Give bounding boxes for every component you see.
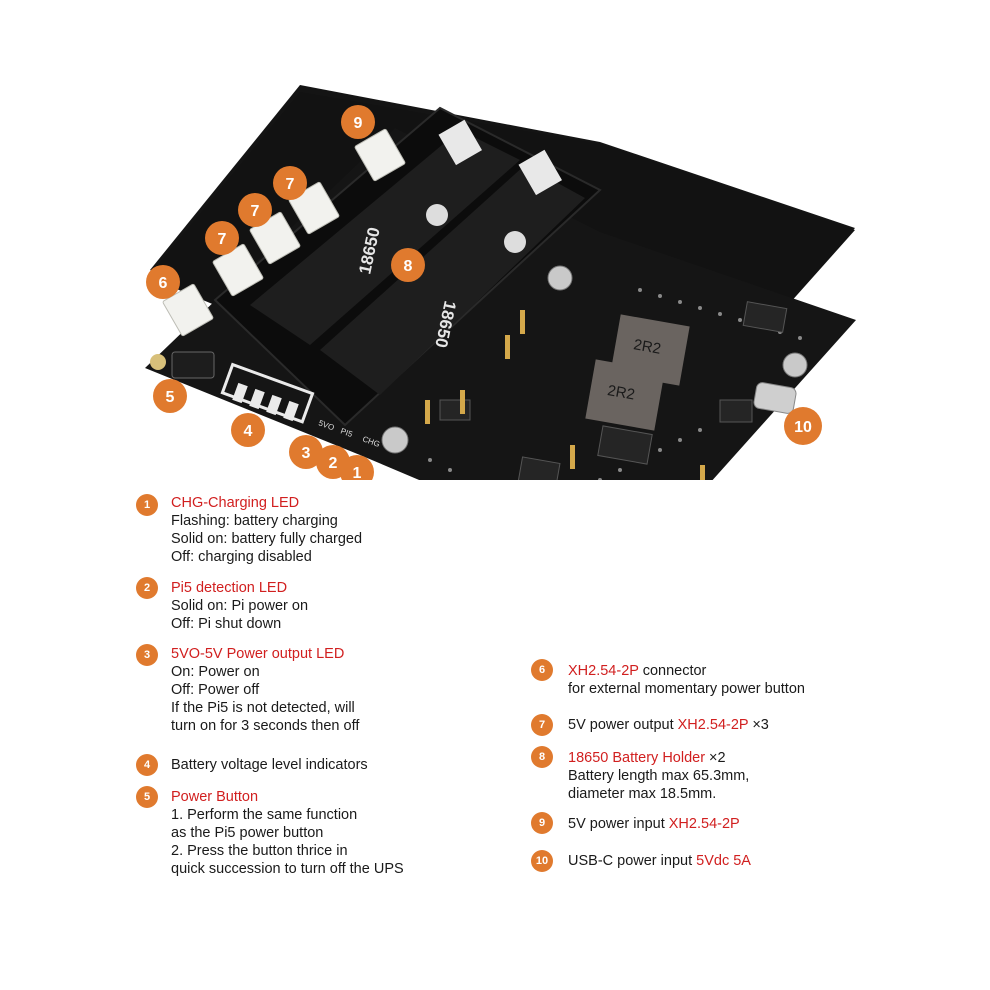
svg-text:7: 7 xyxy=(251,203,260,220)
battery-plus-mark-1 xyxy=(426,204,448,226)
legend-badge-2: 2 xyxy=(136,577,158,599)
callout-5: 5 xyxy=(153,379,187,413)
svg-text:6: 6 xyxy=(159,275,168,292)
callout-7b: 7 xyxy=(238,193,272,227)
svg-text:1: 1 xyxy=(353,465,362,480)
battery-level-leds xyxy=(220,362,315,424)
legend-badge-3: 3 xyxy=(136,644,158,666)
legend-title-3: 5VO-5V Power output LED xyxy=(171,646,345,662)
svg-text:5: 5 xyxy=(166,389,175,406)
svg-text:10: 10 xyxy=(794,419,812,436)
usb-c-port xyxy=(753,382,797,414)
silk-pi5: PI5 xyxy=(339,426,354,439)
standoffs xyxy=(381,265,808,454)
battery-plus-mark-2 xyxy=(504,231,526,253)
legend-badge-6: 6 xyxy=(531,659,553,681)
inductor-2: 2R2 xyxy=(585,359,665,431)
callout-7c: 7 xyxy=(205,221,239,255)
ups-board-illustration: 18650 18650 2R2 2R2 xyxy=(145,85,856,480)
callout-4: 4 xyxy=(231,413,265,447)
xh-connectors xyxy=(162,128,406,337)
svg-text:2R2: 2R2 xyxy=(632,336,662,358)
legend-title-1: CHG-Charging LED xyxy=(171,495,300,511)
legend-badge-1: 1 xyxy=(136,494,158,516)
legend-badge-4: 4 xyxy=(136,754,158,776)
power-button xyxy=(171,351,215,379)
callout-6: 6 xyxy=(146,265,180,299)
callout-9: 9 xyxy=(341,105,375,139)
callout-3: 3 xyxy=(289,435,323,469)
smd-components xyxy=(439,301,788,480)
svg-text:7: 7 xyxy=(218,231,227,248)
svg-text:8: 8 xyxy=(404,258,413,275)
legend-badge-5: 5 xyxy=(136,786,158,808)
svg-text:7: 7 xyxy=(286,176,295,193)
legend-badge-10: 10 xyxy=(531,850,553,872)
svg-text:2: 2 xyxy=(329,455,338,472)
legend-title-4: Battery voltage level indicators xyxy=(171,757,368,773)
callout-8: 8 xyxy=(391,248,425,282)
legend-badge-8: 8 xyxy=(531,746,553,768)
board-callouts: 9 7 7 7 6 8 5 4 3 2 1 10 xyxy=(146,105,822,480)
callout-10: 10 xyxy=(784,407,822,445)
pogo-pins xyxy=(425,310,705,480)
callout-1: 1 xyxy=(340,455,374,480)
svg-text:4: 4 xyxy=(244,423,253,440)
legend-badge-9: 9 xyxy=(531,812,553,834)
legend-title-2: Pi5 detection LED xyxy=(171,580,288,596)
legend-title-5: Power Button xyxy=(171,789,259,805)
legend-badge-7: 7 xyxy=(531,714,553,736)
svg-text:3: 3 xyxy=(302,445,311,462)
callout-7a: 7 xyxy=(273,166,307,200)
svg-text:2R2: 2R2 xyxy=(606,382,636,404)
svg-text:9: 9 xyxy=(354,115,363,132)
